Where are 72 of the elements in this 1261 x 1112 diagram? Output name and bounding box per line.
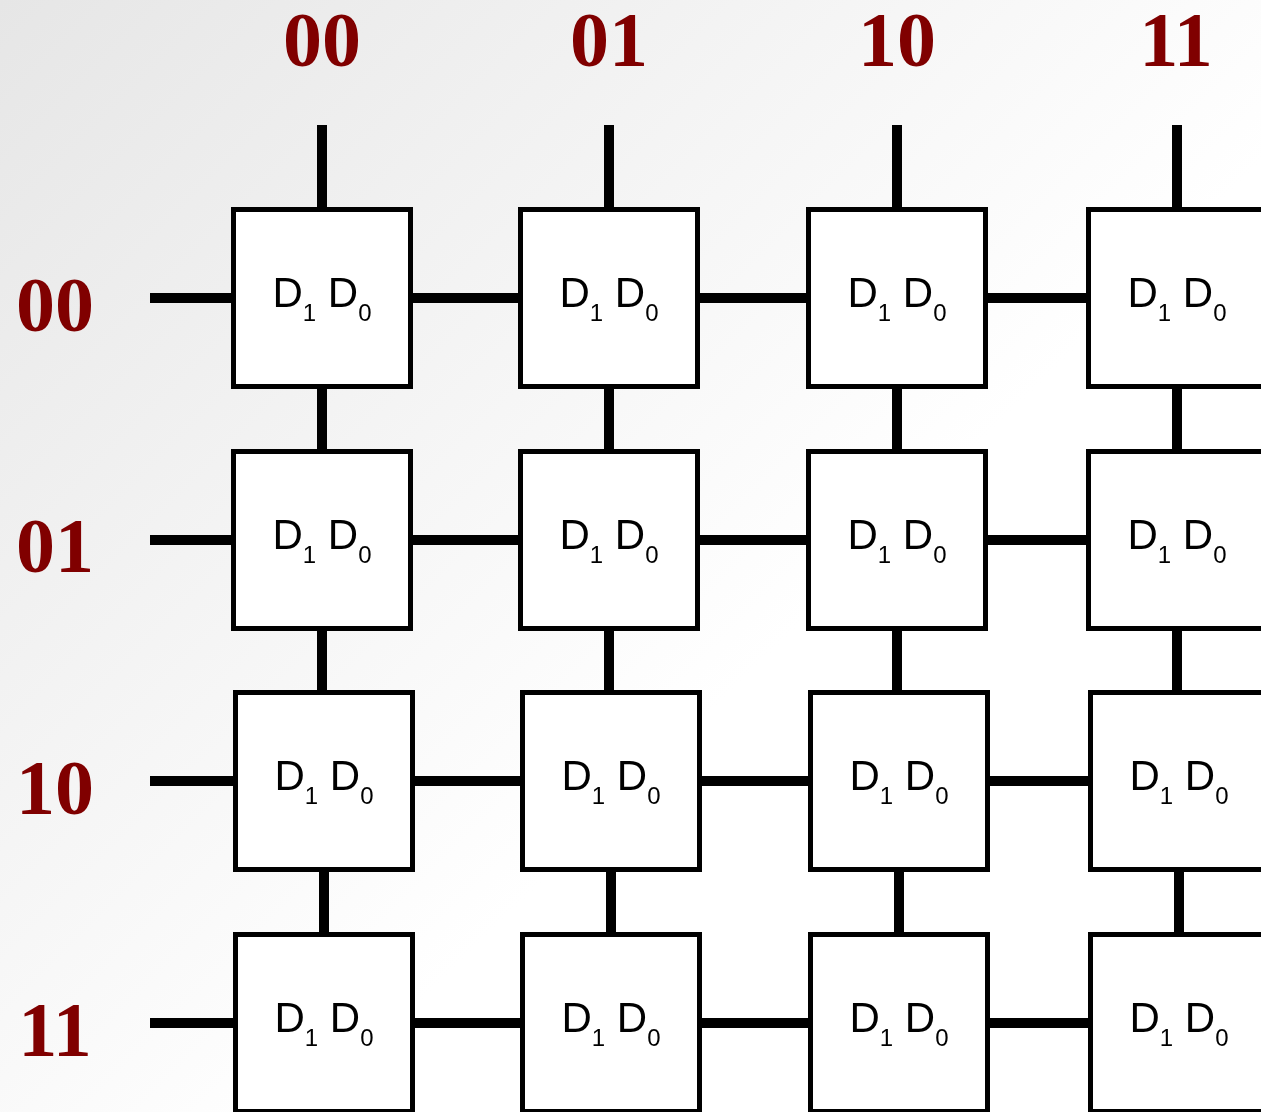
cell-label: D$_{1}$ D$_{0}$ <box>272 511 372 569</box>
connector-line <box>604 125 614 207</box>
connector-line <box>319 872 329 932</box>
row-header: 01 <box>16 507 94 585</box>
connector-line <box>317 631 327 690</box>
cell-box <box>233 932 415 1112</box>
cell-box <box>808 690 990 872</box>
connector-line <box>894 872 904 932</box>
connector-line <box>1172 125 1182 207</box>
cell-label: D$_{1}$ D$_{0}$ <box>561 752 661 810</box>
column-header: 00 <box>283 1 361 79</box>
connector-line <box>606 872 616 932</box>
connector-line <box>415 1018 520 1028</box>
row-header: 11 <box>18 991 92 1069</box>
connector-line <box>990 1018 1088 1028</box>
cell-label: D$_{1}$ D$_{0}$ <box>1129 994 1229 1052</box>
connector-line <box>988 535 1086 545</box>
connector-line <box>700 535 806 545</box>
connector-line <box>150 776 233 786</box>
cell-label: D$_{1}$ D$_{0}$ <box>849 994 949 1052</box>
connector-line <box>604 389 614 449</box>
row-header: 10 <box>16 749 94 827</box>
cell-box <box>808 932 990 1112</box>
connector-line <box>415 776 520 786</box>
cell-box <box>1086 449 1261 631</box>
cell-label: D$_{1}$ D$_{0}$ <box>559 511 659 569</box>
cell-box <box>1086 207 1261 389</box>
connector-line <box>150 1018 233 1028</box>
cell-label: D$_{1}$ D$_{0}$ <box>847 269 947 327</box>
column-header: 10 <box>858 1 936 79</box>
cell-label: D$_{1}$ D$_{0}$ <box>849 752 949 810</box>
row-header: 00 <box>16 266 94 344</box>
cell-box <box>231 449 413 631</box>
cell-label: D$_{1}$ D$_{0}$ <box>1127 269 1227 327</box>
column-header: 11 <box>1139 1 1213 79</box>
connector-line <box>700 293 806 303</box>
connector-line <box>702 1018 808 1028</box>
connector-line <box>892 125 902 207</box>
connector-line <box>604 631 614 690</box>
connector-line <box>150 535 231 545</box>
cell-label: D$_{1}$ D$_{0}$ <box>272 269 372 327</box>
connector-line <box>150 293 231 303</box>
cell-label: D$_{1}$ D$_{0}$ <box>559 269 659 327</box>
connector-line <box>1172 389 1182 449</box>
cell-box <box>518 449 700 631</box>
connector-line <box>1174 872 1184 932</box>
connector-line <box>1172 631 1182 690</box>
cell-label: D$_{1}$ D$_{0}$ <box>1129 752 1229 810</box>
cell-box <box>520 932 702 1112</box>
connector-line <box>317 389 327 449</box>
cell-box <box>233 690 415 872</box>
connector-line <box>990 776 1088 786</box>
column-header: 01 <box>570 1 648 79</box>
connector-line <box>892 389 902 449</box>
connector-line <box>988 293 1086 303</box>
connector-line <box>413 535 518 545</box>
cell-box <box>231 207 413 389</box>
cell-label: D$_{1}$ D$_{0}$ <box>1127 511 1227 569</box>
connector-line <box>317 125 327 207</box>
cell-label: D$_{1}$ D$_{0}$ <box>274 752 374 810</box>
cell-box <box>1088 932 1261 1112</box>
cell-box <box>806 449 988 631</box>
connector-line <box>413 293 518 303</box>
connector-line <box>702 776 808 786</box>
cell-box <box>806 207 988 389</box>
cell-box <box>518 207 700 389</box>
cell-label: D$_{1}$ D$_{0}$ <box>561 994 661 1052</box>
cell-box <box>520 690 702 872</box>
cell-label: D$_{1}$ D$_{0}$ <box>847 511 947 569</box>
cell-box <box>1088 690 1261 872</box>
cell-label: D$_{1}$ D$_{0}$ <box>274 994 374 1052</box>
connector-line <box>892 631 902 690</box>
